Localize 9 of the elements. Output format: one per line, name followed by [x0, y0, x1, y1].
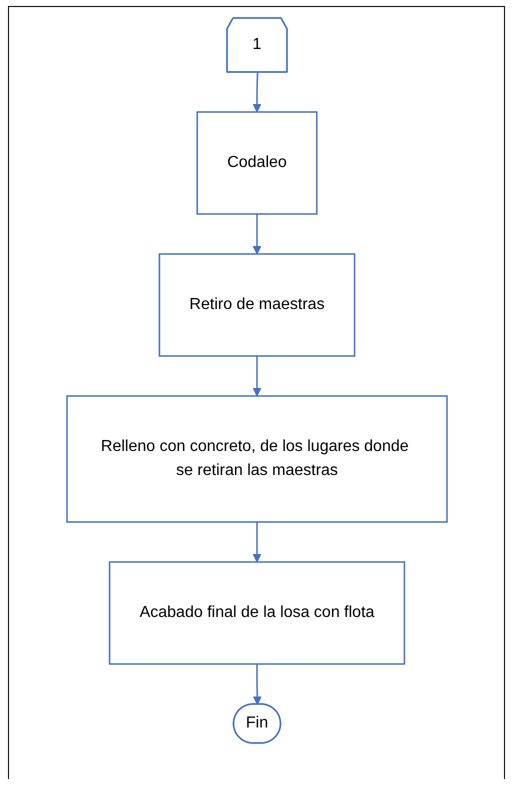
- arrow: [252, 664, 262, 705]
- arrow: [252, 214, 261, 254]
- node-box: Codaleo: [196, 111, 318, 215]
- node-box: Retiro de maestras: [158, 253, 355, 357]
- arrow: [252, 522, 261, 562]
- node-box: Relleno con concreto, de los lugares donde se retiran las maestras: [66, 395, 448, 523]
- node-box: Acabado final de la losa con flota: [108, 561, 405, 665]
- arrow: [252, 72, 261, 112]
- arrow: [252, 356, 261, 396]
